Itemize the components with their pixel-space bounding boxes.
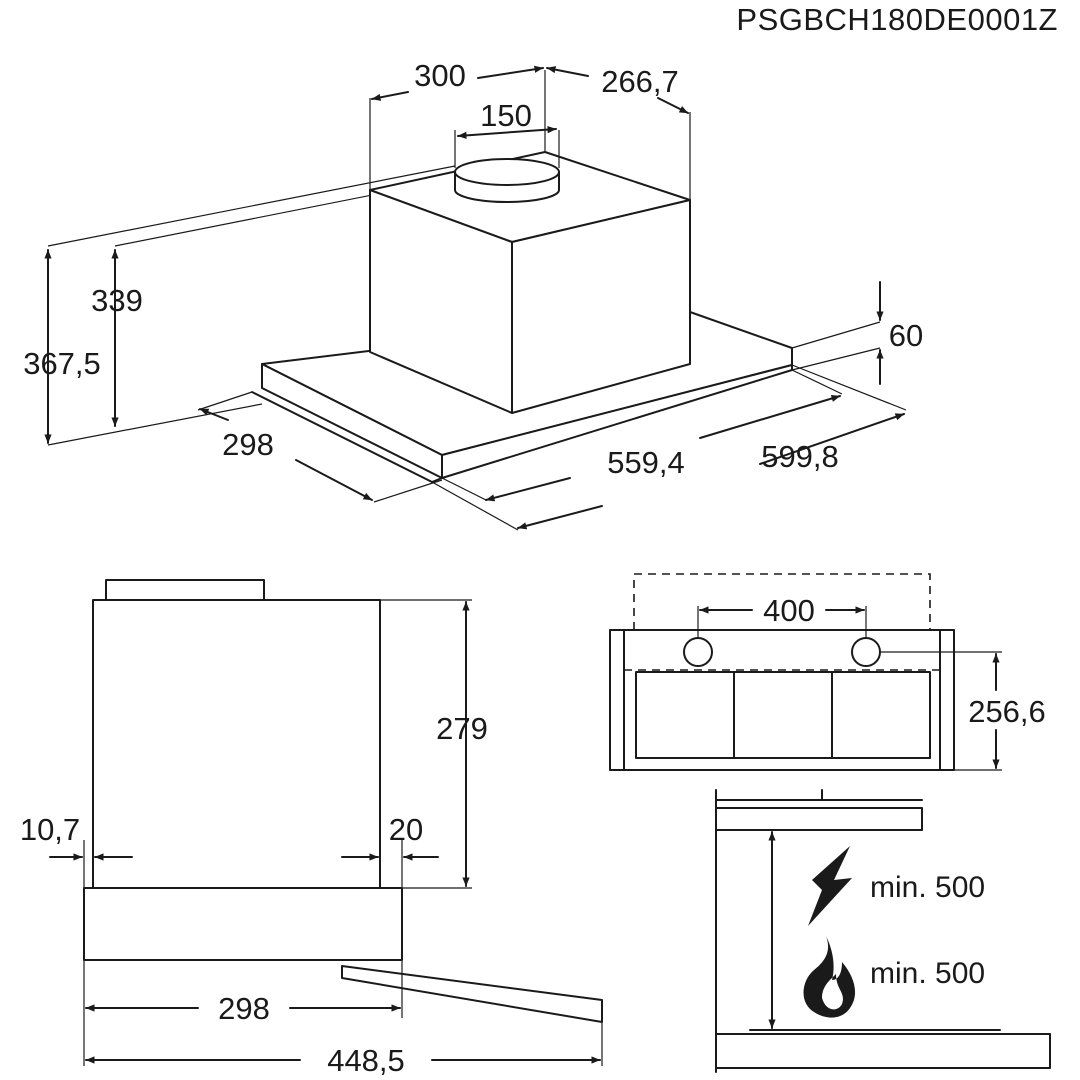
- dim-hole-spacing: 400: [763, 593, 815, 628]
- rear-cabinet-outline: [633, 573, 931, 630]
- document-code: PSGBCH180DE0001Z: [736, 2, 1058, 37]
- side-view: 279 10,7 20 298 448,5: [20, 579, 603, 1078]
- dim-hole-height: 256,6: [968, 694, 1046, 729]
- hood-underside: [715, 807, 923, 831]
- side-panel: [83, 887, 403, 961]
- dim-depth: 298: [222, 427, 274, 462]
- dim-height-body: 339: [91, 283, 143, 318]
- dim-width-top: 300: [414, 58, 466, 93]
- side-body: [92, 599, 381, 889]
- dim-height-total: 367,5: [23, 346, 101, 381]
- mounting-hole-left: [683, 637, 713, 667]
- dim-side-depth: 298: [218, 991, 270, 1026]
- dim-offset-right: 20: [389, 812, 423, 847]
- dim-side-height: 279: [436, 711, 488, 746]
- rear-panel: [609, 629, 955, 771]
- iso-view: 300 266,7 150 367,5 339 60 298 559,4: [23, 58, 923, 531]
- rear-filter: [635, 671, 931, 759]
- rear-view: 400 256,6: [609, 573, 1046, 771]
- dim-outlet: 150: [480, 98, 532, 133]
- lightning-icon: [808, 846, 852, 926]
- electric-clearance-label: min. 500: [870, 871, 985, 904]
- clearance-view: min. 500 min. 500: [715, 789, 1051, 1073]
- extension-line: [47, 403, 263, 446]
- dim-depth-top: 266,7: [601, 64, 679, 99]
- hood-box-side: [511, 199, 691, 414]
- mounting-hole-right: [851, 637, 881, 667]
- flame-icon: [803, 936, 856, 1018]
- outlet-ring: [454, 158, 560, 186]
- dim-side-depth-extended: 448,5: [327, 1043, 405, 1078]
- dim-offset-left: 10,7: [20, 812, 80, 847]
- dim-panel: 60: [889, 318, 923, 353]
- hob-worktop: [715, 1033, 1051, 1069]
- hood-glass-edge: [251, 391, 433, 483]
- dim-width-outer: 599,8: [761, 439, 839, 474]
- gas-clearance-label: min. 500: [870, 957, 985, 990]
- extension-line: [47, 165, 456, 247]
- side-top-cap: [105, 579, 265, 601]
- dim-width-inner: 559,4: [607, 445, 685, 480]
- side-extension: [341, 965, 603, 1023]
- hood-glass-edge: [431, 477, 443, 483]
